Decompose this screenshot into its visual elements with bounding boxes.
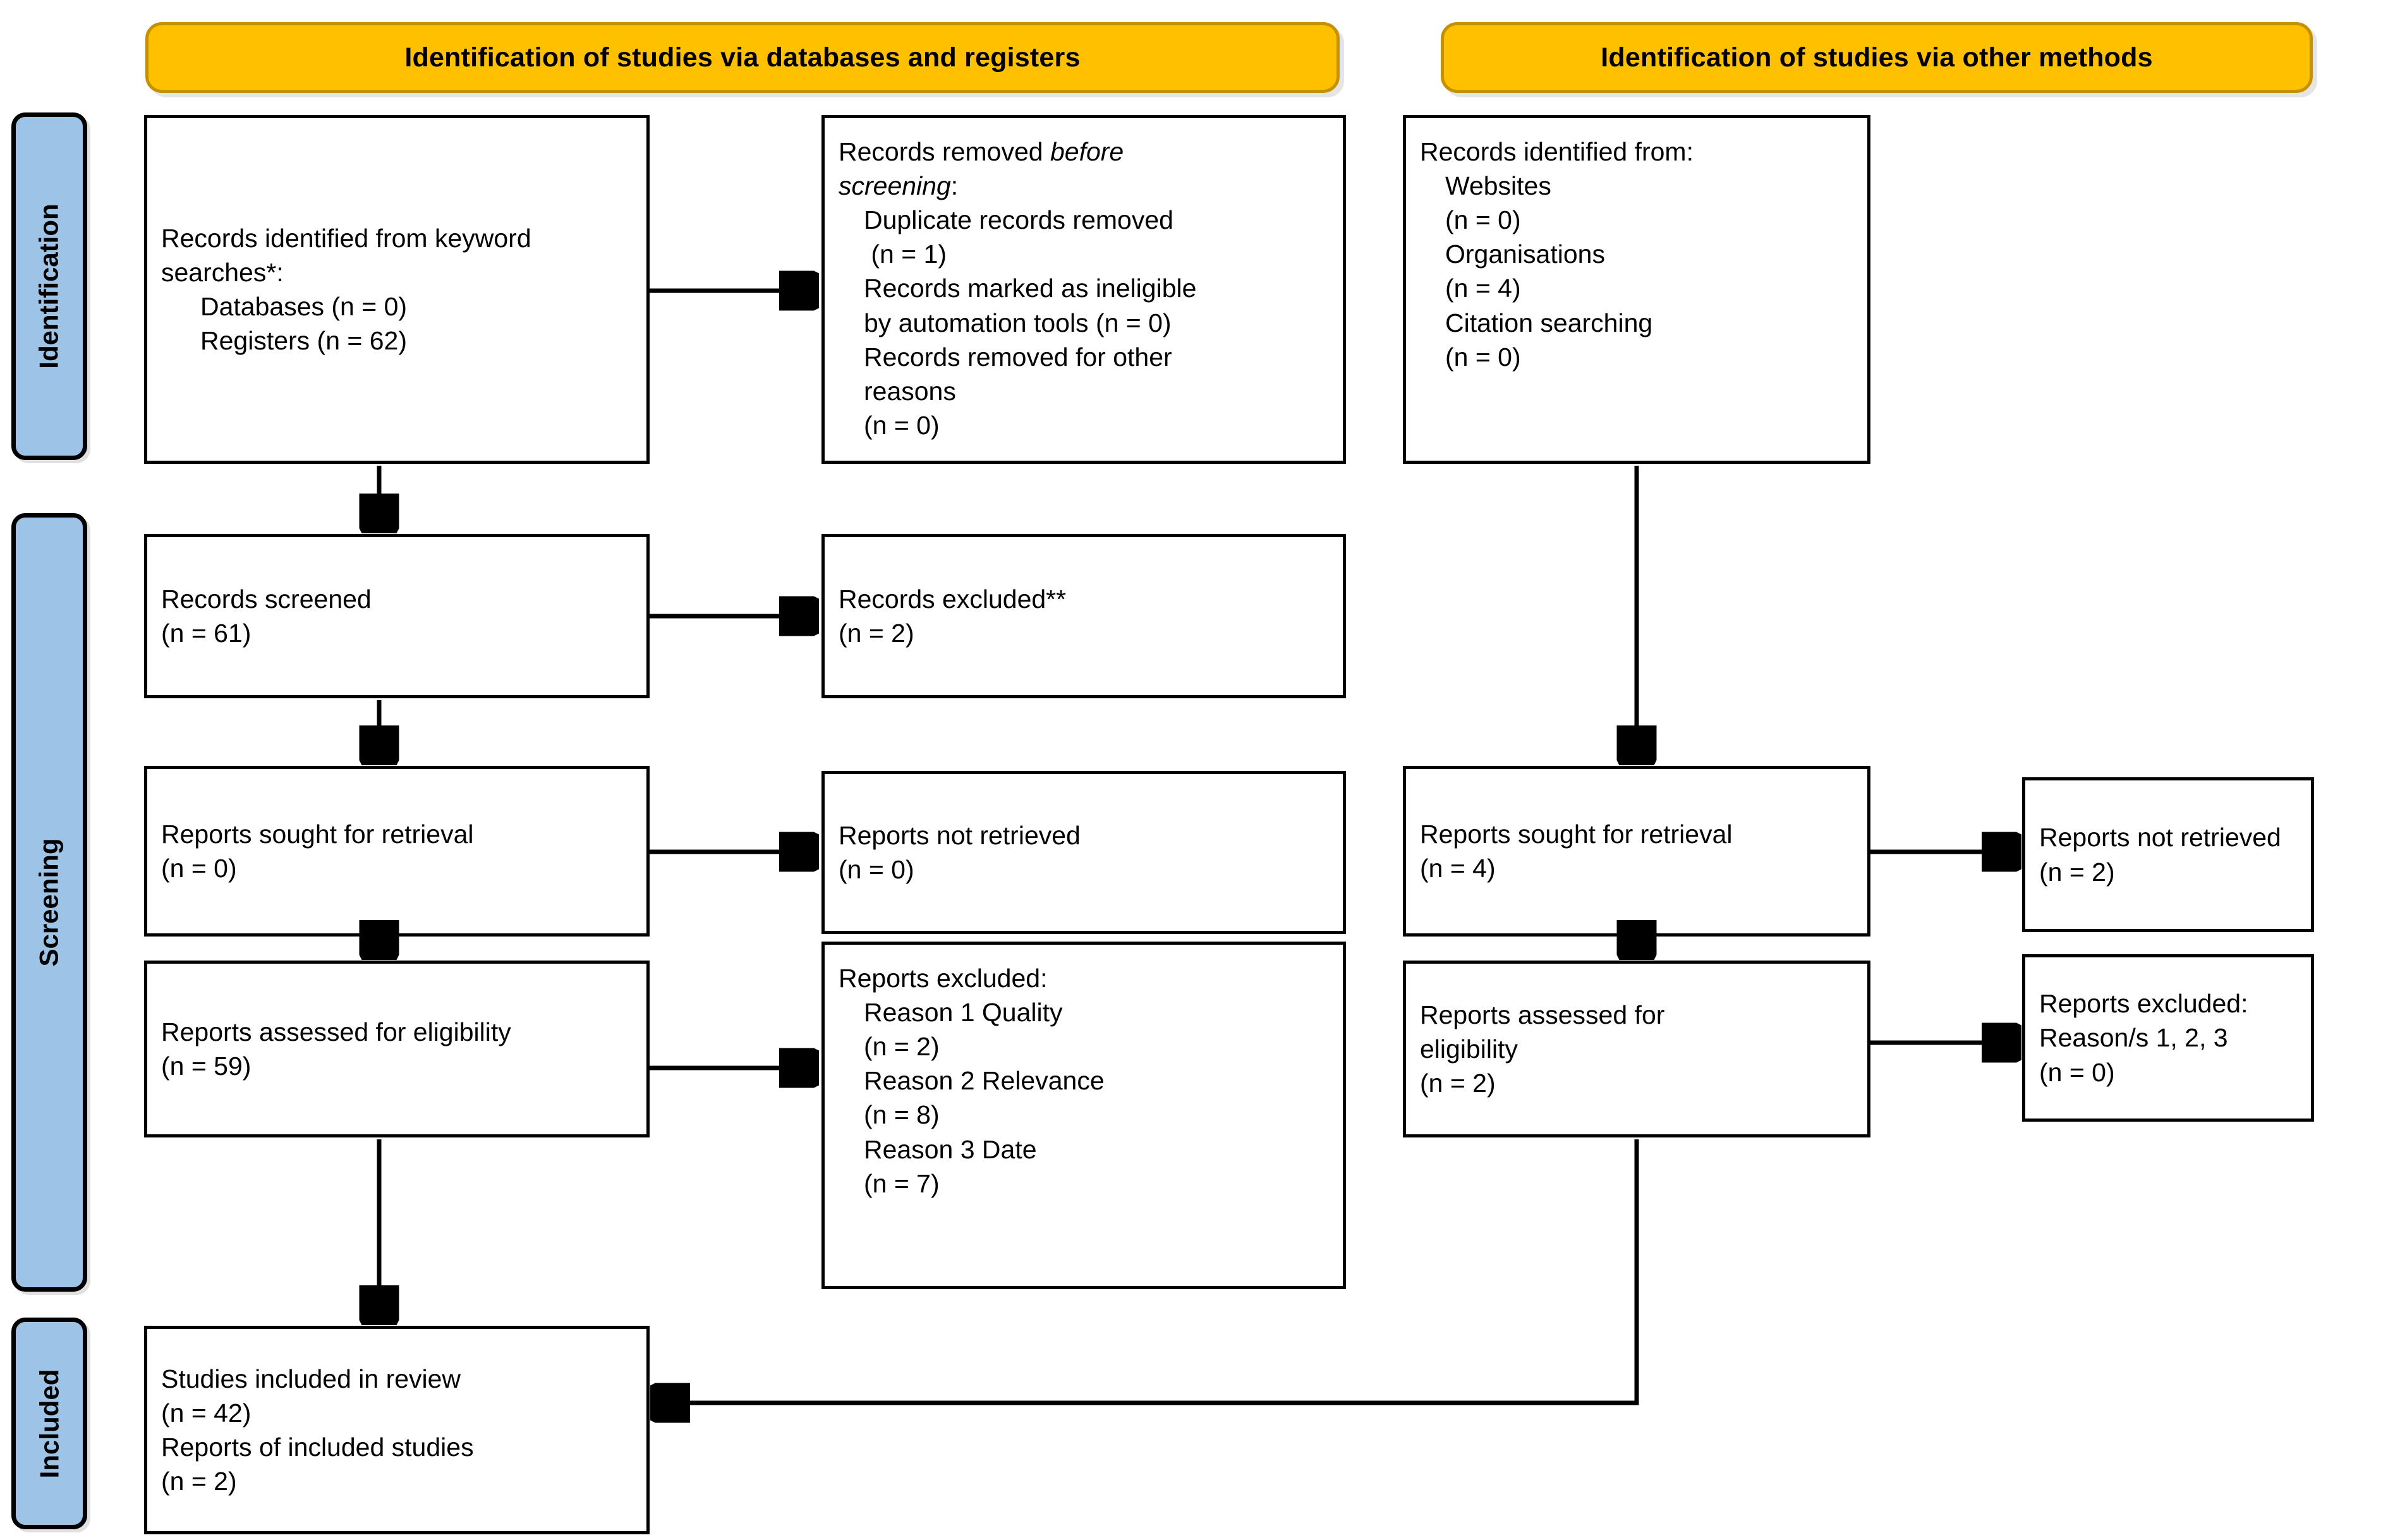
reports-assessed-right-line1: Reports assessed for [1420, 1000, 1665, 1029]
box-records-removed: Records removed before screening: Duplic… [821, 115, 1346, 464]
reports-excluded-left-line3: (n = 2) [864, 1032, 940, 1062]
header-other-methods-label: Identification of studies via other meth… [1601, 42, 2153, 73]
records-removed-line2-text: : [950, 171, 959, 201]
records-removed-line9: (n = 0) [864, 410, 940, 440]
stage-rail-screening: Screening [11, 513, 87, 1292]
reports-excluded-right-line1: Reports excluded: [2039, 989, 2248, 1019]
reports-excluded-right-line2: Reason/s 1, 2, 3 [2039, 1023, 2228, 1053]
reports-sought-left-line1: Reports sought for retrieval [161, 819, 474, 849]
records-removed-line5: Records marked as ineligible [864, 274, 1197, 303]
records-removed-line3: Duplicate records removed [864, 205, 1173, 235]
stage-rail-identification: Identification [11, 112, 87, 460]
box-reports-assessed-left: Reports assessed for eligibility (n = 59… [144, 961, 650, 1137]
box-reports-excluded-left: Reports excluded: Reason 1 Quality (n = … [821, 942, 1346, 1289]
records-identified-other-line7: (n = 0) [1445, 342, 1521, 372]
reports-sought-right-line1: Reports sought for retrieval [1420, 819, 1733, 849]
records-removed-line8: reasons [864, 376, 956, 406]
reports-excluded-left-line1: Reports excluded: [839, 964, 1048, 993]
box-records-identified: Records identified from keyword searches… [144, 115, 650, 464]
box-records-excluded: Records excluded** (n = 2) [821, 534, 1346, 698]
records-excluded-line1: Records excluded** [839, 584, 1067, 614]
records-removed-line2: screening: [839, 169, 1329, 203]
box-reports-assessed-right: Reports assessed for eligibility (n = 2) [1403, 961, 1870, 1137]
reports-excluded-right-line3: (n = 0) [2039, 1057, 2115, 1087]
records-removed-line2-emph: screening [839, 171, 951, 201]
records-removed-line6: by automation tools (n = 0) [864, 308, 1172, 337]
records-excluded-line2: (n = 2) [839, 619, 914, 648]
reports-assessed-right-line3: (n = 2) [1420, 1069, 1496, 1098]
reports-sought-left-line2: (n = 0) [161, 854, 237, 883]
reports-excluded-left-line5: (n = 8) [864, 1100, 940, 1130]
stage-label-screening: Screening [34, 838, 64, 967]
header-databases-registers: Identification of studies via databases … [145, 22, 1340, 93]
stage-label-included: Included [34, 1369, 64, 1478]
box-reports-not-retrieved-right: Reports not retrieved (n = 2) [2022, 777, 2314, 932]
box-reports-excluded-right: Reports excluded: Reason/s 1, 2, 3 (n = … [2022, 954, 2314, 1122]
box-reports-not-retrieved-left: Reports not retrieved (n = 0) [821, 771, 1346, 934]
reports-not-retrieved-left-line1: Reports not retrieved [839, 820, 1081, 850]
records-removed-line1-text: Records removed [839, 137, 1050, 166]
box-reports-sought-right: Reports sought for retrieval (n = 4) [1403, 766, 1870, 937]
records-removed-line1-emph: before [1050, 137, 1124, 166]
reports-excluded-left-line6: Reason 3 Date [864, 1134, 1037, 1164]
reports-not-retrieved-left-line2: (n = 0) [839, 855, 914, 884]
records-removed-line7: Records removed for other [864, 342, 1172, 372]
records-identified-other-line4: Organisations [1445, 239, 1605, 269]
header-databases-registers-label: Identification of studies via databases … [404, 42, 1081, 73]
box-records-screened: Records screened (n = 61) [144, 534, 650, 698]
reports-not-retrieved-right-line1: Reports not retrieved [2039, 823, 2281, 852]
reports-excluded-left-line2: Reason 1 Quality [864, 998, 1063, 1028]
records-identified-other-line2: Websites [1445, 171, 1551, 201]
studies-included-line2: (n = 42) [161, 1398, 252, 1428]
box-records-identified-other: Records identified from: Websites (n = 0… [1403, 115, 1870, 464]
box-reports-sought-left: Reports sought for retrieval (n = 0) [144, 766, 650, 937]
records-screened-line1: Records screened [161, 584, 372, 614]
reports-not-retrieved-right-line2: (n = 2) [2039, 857, 2115, 887]
records-removed-line4: (n = 1) [864, 239, 947, 269]
records-identified-line4: Registers (n = 62) [200, 326, 407, 356]
studies-included-line4: (n = 2) [161, 1467, 237, 1496]
reports-excluded-left-line7: (n = 7) [864, 1168, 940, 1198]
records-identified-other-line6: Citation searching [1445, 308, 1653, 337]
records-identified-other-line1: Records identified from: [1420, 137, 1694, 166]
box-studies-included: Studies included in review (n = 42) Repo… [144, 1326, 650, 1534]
records-removed-line1: Records removed before [839, 135, 1329, 169]
studies-included-line3: Reports of included studies [161, 1433, 474, 1462]
stage-label-identification: Identification [34, 203, 64, 369]
records-identified-line2: searches*: [161, 257, 284, 287]
reports-excluded-left-line4: Reason 2 Relevance [864, 1066, 1105, 1096]
reports-sought-right-line2: (n = 4) [1420, 854, 1496, 883]
reports-assessed-right-line2: eligibility [1420, 1034, 1518, 1064]
records-identified-other-line5: (n = 4) [1445, 274, 1521, 303]
records-identified-other-line3: (n = 0) [1445, 205, 1521, 235]
reports-assessed-left-line2: (n = 59) [161, 1052, 252, 1081]
records-identified-line3: Databases (n = 0) [200, 292, 408, 321]
reports-assessed-left-line1: Reports assessed for eligibility [161, 1017, 511, 1046]
studies-included-line1: Studies included in review [161, 1364, 461, 1393]
records-screened-line2: (n = 61) [161, 619, 252, 648]
header-other-methods: Identification of studies via other meth… [1441, 22, 2313, 93]
records-identified-line1: Records identified from keyword [161, 223, 531, 253]
stage-rail-included: Included [11, 1318, 87, 1529]
